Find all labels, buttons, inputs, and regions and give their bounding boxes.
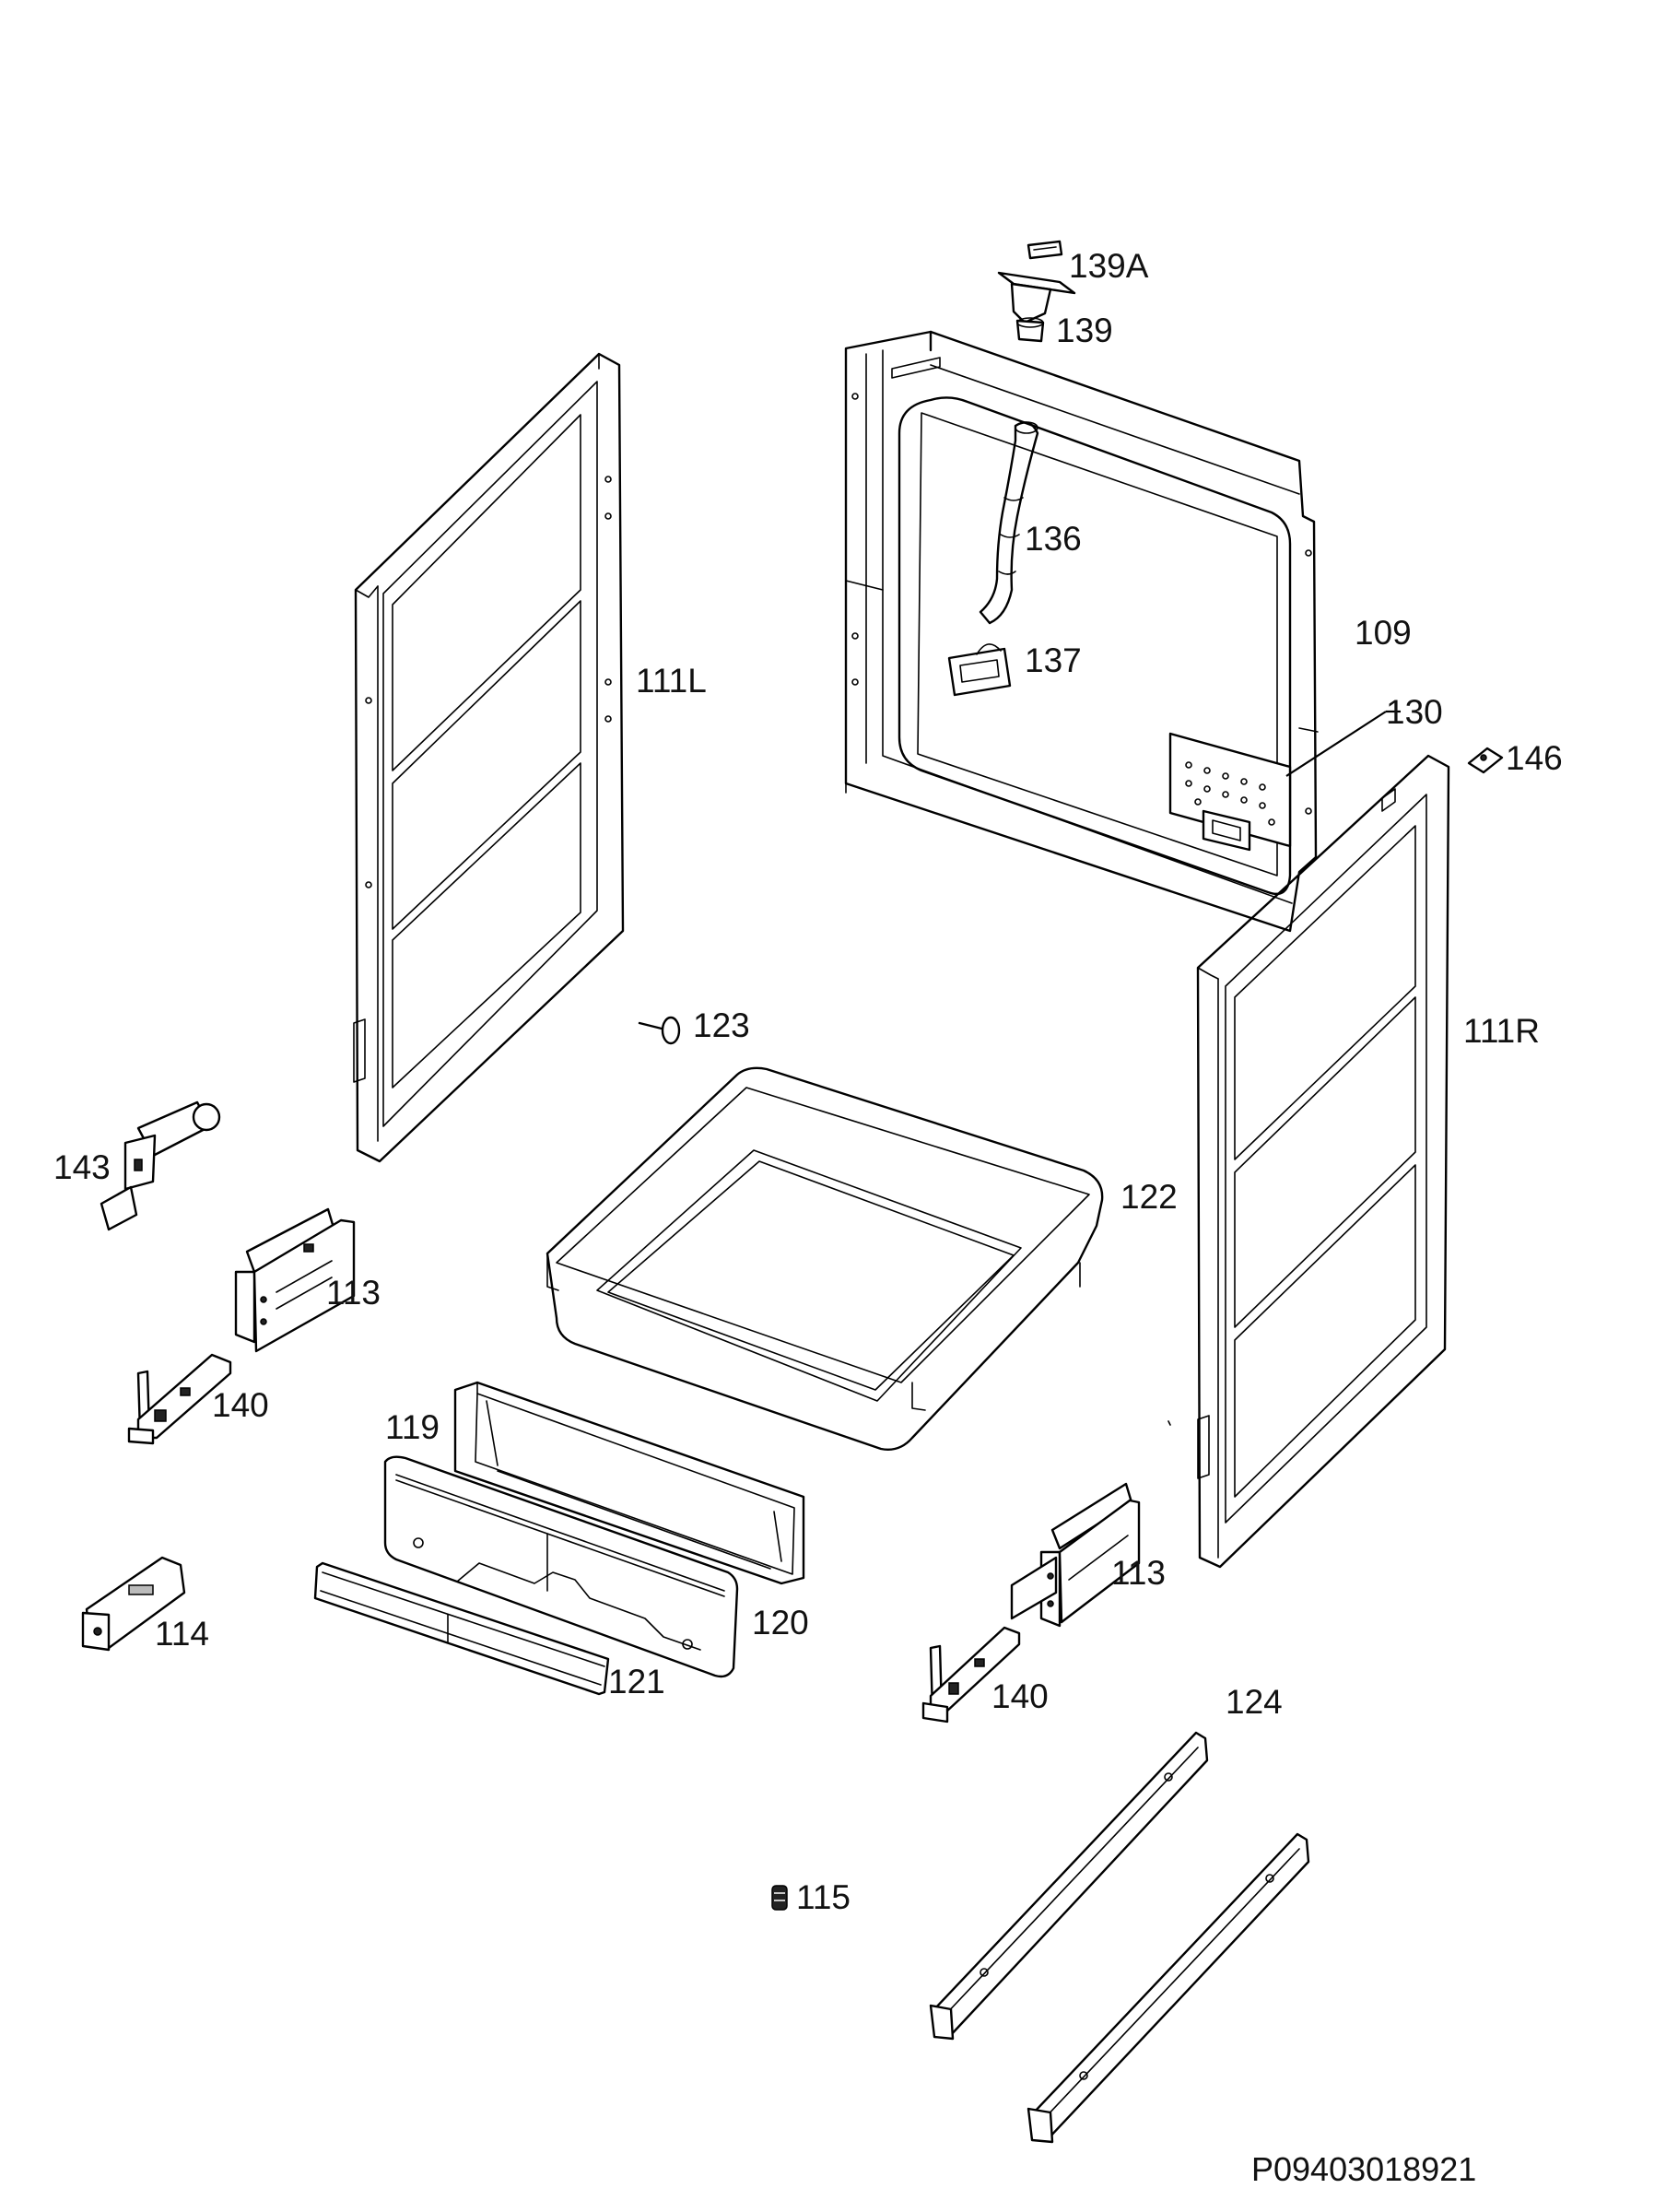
part-139-bracket[interactable] (997, 271, 1076, 343)
label-130: 130 (1386, 693, 1443, 731)
label-113-right: 113 (1111, 1554, 1166, 1592)
part-140-left-hinge[interactable] (127, 1353, 232, 1445)
label-139: 139 (1056, 312, 1113, 349)
part-137-cover[interactable] (947, 643, 1012, 697)
part-123-knob[interactable] (638, 1016, 681, 1045)
part-119-drawer-frame[interactable] (453, 1381, 805, 1585)
part-124-runners[interactable] (929, 1731, 1310, 2144)
label-115: 115 (796, 1878, 851, 1916)
label-124: 124 (1226, 1683, 1283, 1721)
part-115-foot[interactable] (771, 1885, 788, 1911)
part-146-clip[interactable] (1467, 747, 1504, 774)
label-123: 123 (693, 1006, 750, 1044)
stray-mark (1167, 1420, 1171, 1426)
part-130-grille[interactable] (1168, 732, 1292, 852)
label-143: 143 (53, 1148, 111, 1186)
label-122: 122 (1120, 1178, 1178, 1216)
label-114: 114 (155, 1615, 209, 1653)
part-113-right-hinge[interactable] (1010, 1482, 1141, 1628)
part-113-left-hinge[interactable] (234, 1207, 356, 1353)
part-111l-left-side-panel[interactable] (353, 352, 625, 1163)
part-120-drawer-front[interactable] (383, 1455, 739, 1678)
label-139a: 139A (1069, 247, 1149, 285)
part-140-right-hinge[interactable] (921, 1626, 1021, 1724)
label-136: 136 (1025, 520, 1082, 558)
label-120: 120 (752, 1604, 809, 1641)
grille-holes (1185, 761, 1275, 826)
part-139a-clip[interactable] (1027, 240, 1063, 260)
part-143-damper[interactable] (100, 1100, 221, 1231)
label-140-left: 140 (212, 1386, 269, 1424)
part-114-hinge[interactable] (81, 1556, 186, 1652)
label-119: 119 (385, 1408, 440, 1446)
diagram-reference-code: P09403018921 (1251, 2150, 1477, 2188)
part-122-drawer-tray[interactable] (546, 1066, 1104, 1451)
part-136-hose[interactable] (979, 421, 1039, 625)
part-111r-right-side-panel[interactable] (1196, 754, 1450, 1569)
label-137: 137 (1025, 641, 1082, 679)
label-146: 146 (1506, 739, 1563, 777)
part-109-back-panel[interactable] (844, 330, 1319, 933)
label-121: 121 (608, 1663, 665, 1700)
label-113-left: 113 (326, 1274, 381, 1312)
label-109: 109 (1355, 614, 1412, 652)
label-111l: 111L (636, 662, 707, 700)
label-111r: 111R (1463, 1012, 1540, 1050)
part-121-handle-strip[interactable] (313, 1561, 610, 1696)
leader-130 (1285, 711, 1387, 777)
label-140-right: 140 (991, 1677, 1049, 1715)
